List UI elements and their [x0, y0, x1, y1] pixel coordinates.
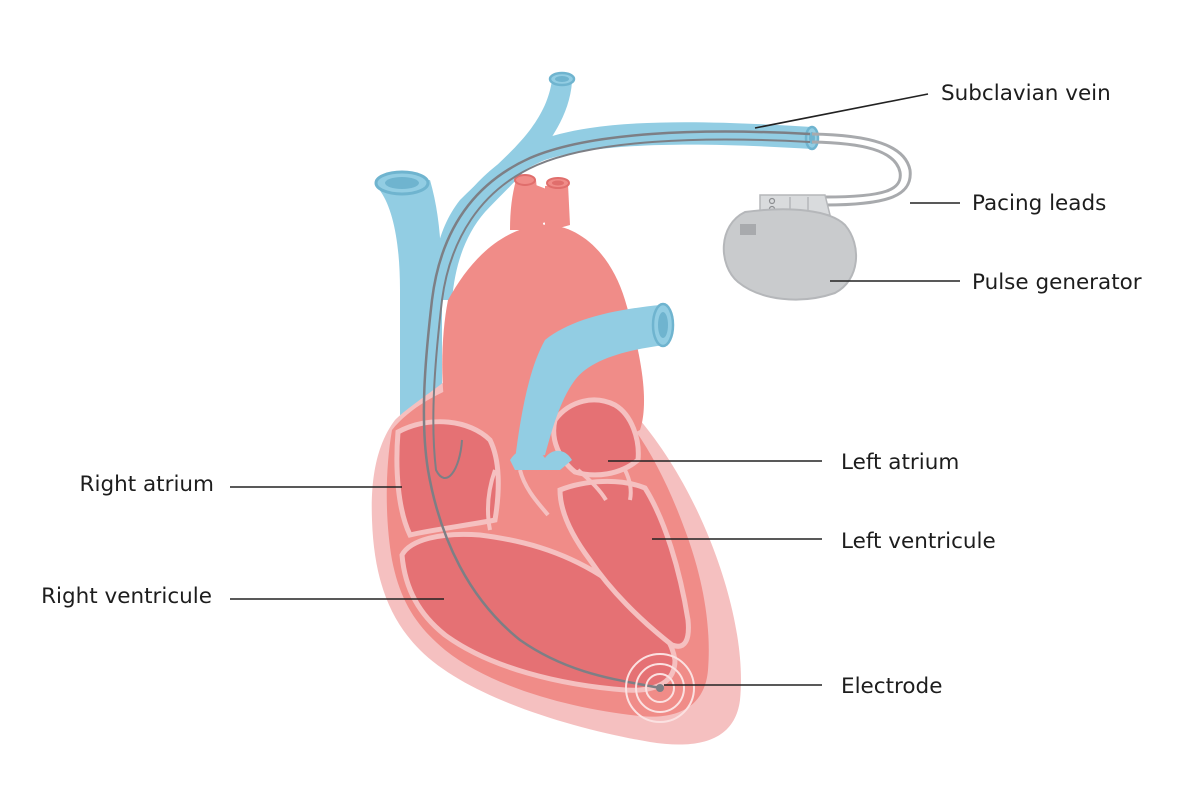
label-left-atrium: Left atrium [841, 450, 959, 475]
label-left-ventricle: Left ventricule [841, 529, 996, 554]
label-subclavian-vein: Subclavian vein [941, 81, 1111, 106]
leader-lines [230, 93, 960, 686]
label-pacing-leads: Pacing leads [972, 191, 1106, 216]
aorta [510, 174, 570, 232]
pulse-generator [722, 194, 858, 301]
label-right-atrium: Right atrium [80, 472, 214, 497]
electrode [625, 653, 695, 723]
jugular-vein [430, 71, 576, 300]
pulmonary-artery [510, 302, 675, 470]
heart [371, 224, 741, 745]
leader-subclavian-vein [754, 93, 929, 129]
labels: Subclavian vein Pacing leads Pulse gener… [41, 81, 1142, 699]
pacing-lead-wire [422, 130, 811, 690]
label-right-ventricle: Right ventricule [41, 584, 212, 609]
pacing-leads [811, 132, 912, 207]
label-pulse-generator: Pulse generator [972, 270, 1142, 295]
label-electrode: Electrode [841, 674, 942, 699]
